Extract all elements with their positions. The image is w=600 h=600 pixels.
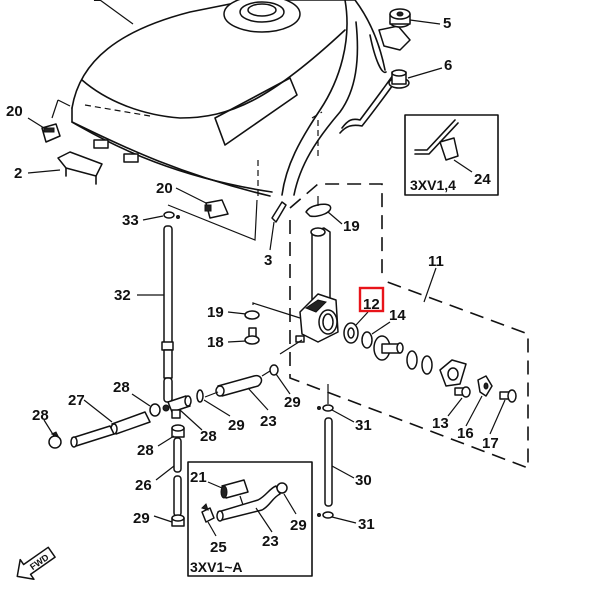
callout-6: 6 [444,57,452,74]
callout-11: 11 [428,253,444,270]
damper-5 [389,8,411,28]
fuel-tank [71,0,411,200]
clamp-28-a [149,403,161,417]
collar-6 [388,69,410,89]
callout-30: 30 [355,472,372,489]
inset-3xv1-4: 24 3XV1,4 [404,114,499,196]
hose-23-upper [215,374,263,397]
callout-29-b: 29 [284,394,301,411]
callout-14: 14 [389,307,406,324]
inset-bottom-label: 3XV1~A [190,559,243,575]
clamp-28-c [171,424,185,438]
fuel-cock-assembly-11: 11 [289,183,529,470]
fuel-cock-body [295,227,339,343]
clip-20-lower [204,199,229,219]
callout-1: 1 [93,0,101,5]
callout-20-upper: 20 [6,103,23,120]
pipe-25 [70,411,151,448]
highlight-box-12 [358,286,385,313]
pipe-24 [173,437,182,517]
callout-19: 19 [207,304,224,321]
clip-29-a [196,389,204,403]
clip-31-upper [317,404,334,412]
callout-26: 28 [200,428,217,445]
callout-31-upper: 31 [355,417,372,434]
clip-29-b [269,364,279,376]
callout-17: 17 [482,435,499,452]
callout-21: 24 [474,171,491,188]
bracket-2 [57,151,103,185]
callout-28-b: 28 [32,407,49,424]
callout-3: 3 [264,252,272,269]
callout-28-d: 29 [133,510,150,527]
callout-27: 25 [210,539,227,556]
callout-28-c: 28 [137,442,154,459]
callout-33: 33 [122,212,139,229]
leader-1 [99,0,134,25]
callout-23-lower: 23 [262,533,279,550]
callout-24: 26 [135,477,152,494]
o-ring-14 [361,331,373,349]
callout-18: 18 [207,334,224,351]
inset-3xv1-a: 21 23 29 25 3XV1~A [187,461,313,577]
clamp-28-d [171,514,185,527]
callout-23-upper: 23 [260,413,277,430]
cock-lever-shaft [373,335,467,387]
callout-32: 32 [114,287,131,304]
clip-20-upper [41,123,61,143]
clip-33 [163,211,180,219]
callout-5: 5 [443,15,451,32]
callout-20-lower: 20 [156,180,173,197]
screw-13 [454,386,471,398]
callout-12: 12 [363,296,380,313]
pipe-32 [161,225,174,403]
bolt-18 [244,327,260,345]
callout-2: 2 [14,165,22,182]
joint-26 [162,395,192,419]
fwd-arrow-icon: FWD [16,546,56,581]
callout-31-lower: 31 [358,516,375,533]
washer-12 [343,322,359,344]
callout-16: 16 [457,425,474,442]
callout-13: 13 [432,415,449,432]
lever-16 [477,375,493,397]
washer-19 [244,310,260,320]
clamp-28-b [48,431,62,449]
callout-29-a: 29 [228,417,245,434]
pipe-30 [324,417,333,507]
callout-15: 19 [343,218,360,235]
clip-31-lower [317,511,334,519]
callout-28-a: 28 [113,379,130,396]
callout-29-c: 29 [290,517,307,534]
inset-top-label: 3XV1,4 [410,177,456,193]
seal-15 [305,203,332,218]
clip-3 [271,201,287,223]
callout-22: 21 [190,469,207,486]
callout-25: 27 [68,392,85,409]
screw-17 [499,389,517,403]
